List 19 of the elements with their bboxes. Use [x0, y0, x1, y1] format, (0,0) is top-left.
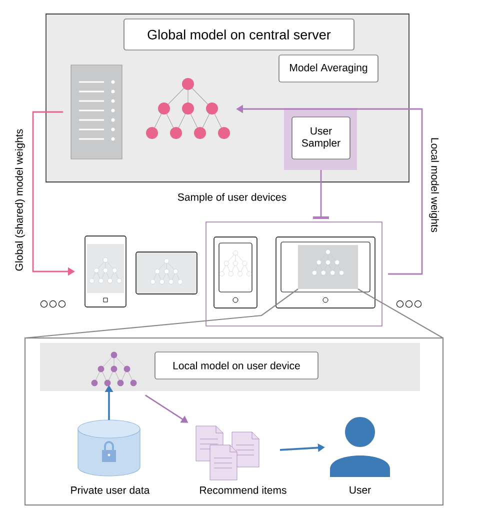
selection-frame — [206, 222, 382, 326]
node-label: Private user data — [71, 486, 150, 494]
edge-label: Global (shared) model weights — [14, 128, 26, 272]
edge-label: Sample of user devices — [176, 192, 288, 204]
model-tree-drawing — [91, 352, 137, 386]
label-box: Local model on user device — [154, 352, 318, 380]
label-box: Model Averaging — [278, 54, 378, 82]
arrow — [313, 170, 329, 219]
node-label: User — [350, 486, 371, 494]
sampler-box: User Sampler — [284, 108, 357, 170]
tablet-drawing — [84, 236, 126, 308]
node-label: Recommend items — [200, 486, 286, 494]
model-tree-drawing — [146, 78, 230, 139]
server-rack-drawing — [70, 64, 122, 160]
tablet-drawing — [136, 252, 198, 294]
title-box: Global model on central server — [124, 18, 354, 50]
edge-label: Local model weights — [428, 136, 440, 234]
phone-drawing — [214, 236, 258, 308]
monitor-drawing — [276, 236, 376, 308]
